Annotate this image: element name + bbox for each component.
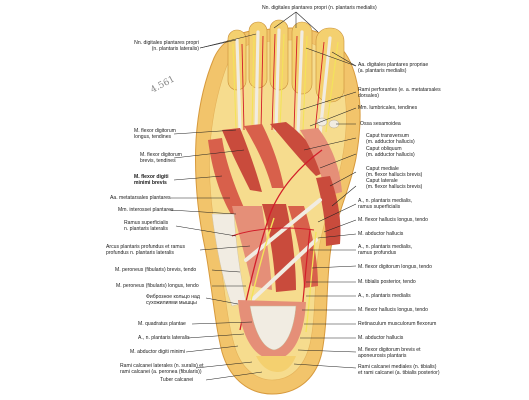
label-retinaculum: Retinaculum musculorum flexorum	[358, 321, 437, 327]
label-line: profundus n. plantaris lateralis	[106, 250, 174, 256]
label-aa-metatarsales: Aa. metatarsales plantares	[110, 195, 171, 201]
label-line: (n. plantaris lateralis)	[151, 46, 199, 52]
label-line: (m. adductor hallucis)	[366, 139, 415, 145]
label-rami-calcanei-laterales: Rami calcanei laterales (n. suralis) et …	[120, 363, 204, 375]
toe-arteries	[241, 33, 325, 133]
label-caput-obliquum: Caput obliquum (m. adductor hallucis)	[366, 146, 415, 158]
label-line: сухожилиями мышцы	[146, 300, 197, 306]
label-abductor-hallucis-2: M. abductor hallucis	[358, 335, 404, 341]
label-line: ramus profundus	[358, 250, 397, 256]
label-line: (m. flexor hallucis brevis)	[366, 172, 423, 178]
label-flexor-brevis-aponeurosis: M. flexor digitorum brevis et aponeurosi…	[358, 347, 421, 359]
label-rami-calcanei-mediales: Rami calcanei mediales (n. tibialis) et …	[358, 364, 440, 376]
label-flexor-digitorum-longus: M. flexor digitorum longus, tendines	[134, 128, 176, 140]
label-a-n-plantaris-lateralis: A., n. plantaris lateralis	[138, 335, 190, 341]
label-abductor-hallucis: M. abductor hallucis	[358, 231, 404, 237]
label-line: Rami calcanei laterales (n. suralis) et	[120, 363, 204, 369]
label-line: A., n. plantaris medialis,	[358, 244, 413, 250]
label-flexor-hallucis-longus-2: M. flexor hallucis longus, tendo	[358, 307, 428, 313]
label-line: Aa. digitales plantares propriae	[358, 62, 429, 68]
label-a-n-medialis-profundus: A., n. plantaris medialis, ramus profund…	[358, 244, 412, 256]
label-line: Caput mediale	[366, 166, 399, 172]
label-line: dorsales)	[358, 93, 379, 99]
label-nn-digitales-medialis: Nn. digitales plantares propri (n. plant…	[262, 5, 377, 11]
label-peroneus-longus: M. peroneus (fibularis) longus, tendo	[116, 283, 199, 289]
label-flexor-hallucis-longus: M. flexor hallucis longus, tendo	[358, 217, 428, 223]
label-line: Caput laterale	[366, 178, 398, 184]
label-line: Arcus plantaris profundus et ramus	[106, 244, 185, 250]
label-line: M. flexor digiti	[134, 174, 169, 180]
label-abductor-digiti-minimi: M. abductor digiti minimi	[130, 349, 185, 355]
label-ossa-sesamoidea: Ossa sesamoidea	[360, 121, 401, 127]
label-line: Ramus superficialis	[124, 220, 169, 226]
label-line: M. flexor digitorum	[134, 128, 176, 134]
label-rami-perforantes: Rami perforantes (e. a. metatarsales dor…	[358, 87, 441, 99]
forefoot-muscles	[208, 122, 342, 246]
toe-nerves	[232, 33, 339, 133]
label-nn-digitales-lateralis: Nn. digitales plantares propri (n. plant…	[134, 40, 199, 52]
label-line: Rami perforantes (e. a. metatarsales	[358, 87, 441, 93]
label-line: Nn. digitales plantares propri	[134, 40, 199, 46]
label-flexor-digitorum-brevis: M. flexor digitorum brevis, tendines	[140, 152, 182, 164]
label-line: Фиброзное кольцо над	[146, 294, 200, 300]
leader-lines	[169, 11, 357, 381]
label-tuber-calcanei: Tuber calcanei	[160, 377, 194, 383]
midfoot-muscles	[211, 204, 318, 307]
label-a-n-medialis-superficialis: A., n. plantaris medialis, ramus superfi…	[358, 198, 412, 210]
label-fibrous-ring: Фиброзное кольцо над сухожилиями мышцы	[146, 294, 200, 306]
label-line: et rami calcanei (a. tibialis posterior)	[358, 370, 440, 376]
label-line: n. plantaris lateralis	[124, 226, 168, 232]
label-line: brevis, tendines	[140, 158, 176, 164]
label-flexor-digitorum-longus-tendo: M. flexor digitorum longus, tendo	[358, 264, 432, 270]
label-line: M. flexor digitorum brevis et	[358, 347, 421, 353]
label-lumbricales: Mm. lumbricales, tendines	[358, 105, 418, 111]
label-line: (a. plantaris medialis)	[358, 68, 407, 74]
label-line: Caput obliquum	[366, 146, 402, 152]
label-a-n-plantaris-medialis: A., n. plantaris medialis	[358, 293, 411, 299]
label-line: rami calcanei (a. peronea (fibularis))	[120, 369, 202, 375]
heel	[238, 300, 306, 372]
label-line: Rami calcanei mediales (n. tibialis)	[358, 364, 437, 370]
label-line: (m. flexor hallucis brevis)	[366, 184, 423, 190]
label-line: minimi brevis	[134, 180, 167, 186]
label-line: (m. adductor hallucis)	[366, 152, 415, 158]
label-line: M. flexor digitorum	[140, 152, 182, 158]
label-line: A., n. plantaris medialis,	[358, 198, 413, 204]
label-caput-transversum: Caput transversum (m. adductor hallucis)	[366, 133, 415, 145]
label-aa-digitales: Aa. digitales plantares propriae (a. pla…	[358, 62, 428, 74]
label-line: longus, tendines	[134, 134, 172, 140]
label-arcus-plantaris: Arcus plantaris profundus et ramus profu…	[106, 244, 185, 256]
label-flexor-digiti-minimi: M. flexor digiti minimi brevis	[134, 174, 169, 186]
label-quadratus-plantae: M. quadratus plantae	[138, 321, 186, 327]
label-line: aponeurosis plantaris	[358, 353, 407, 359]
label-ramus-superficialis: Ramus superficialis n. plantaris lateral…	[124, 220, 168, 232]
label-line: Caput transversum	[366, 133, 410, 139]
label-line: ramus superficialis	[358, 204, 401, 210]
label-interossei: Mm. interossei plantares	[118, 207, 174, 213]
label-caput-laterale: Caput laterale (m. flexor hallucis brevi…	[366, 178, 422, 190]
label-peroneus-brevis: M. peroneus (fibularis) brevis, tendo	[115, 267, 197, 273]
label-caput-mediale: Caput mediale (m. flexor hallucis brevis…	[366, 166, 422, 178]
label-tibialis-posterior: M. tibialis posterior, tendo	[358, 279, 416, 285]
